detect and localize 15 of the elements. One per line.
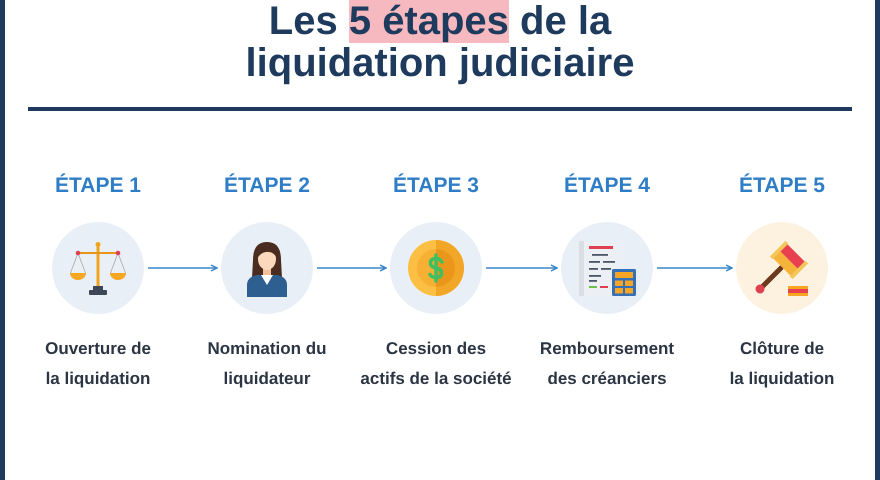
arrow [486,264,558,272]
arrow [657,264,733,272]
arrow [148,264,218,272]
step-caption: Remboursement des créanciers [540,338,674,390]
title: Les 5 étapes de la liquidation judiciaire [244,0,636,84]
step-caption: Ouverture de la liquidation [45,338,151,390]
step-heading: ÉTAPE 2 [224,174,310,198]
step-heading: ÉTAPE 3 [393,174,479,198]
step-caption: Nomination du liquidateur [208,338,326,390]
step-caption: Cession des actifs de la société [360,338,512,390]
step-caption: Clôture de la liquidation [730,338,834,390]
step-heading: ÉTAPE 4 [564,174,650,198]
step-heading: ÉTAPE 5 [739,174,825,198]
arrow [317,264,387,272]
step-heading: ÉTAPE 1 [55,174,141,198]
